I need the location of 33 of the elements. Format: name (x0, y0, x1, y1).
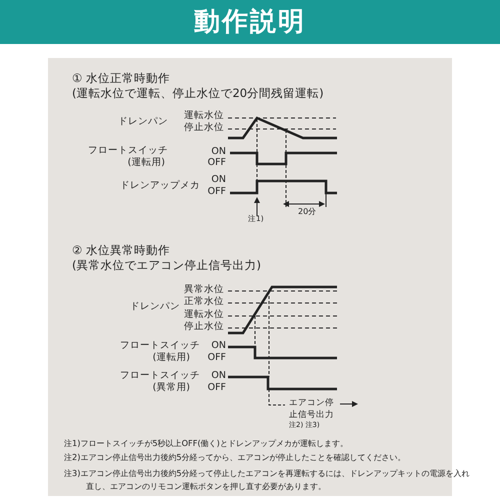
signal-label: ドレンパン (118, 117, 168, 128)
signal-label: フロートスイッチ (88, 146, 168, 157)
level-label: 運転水位 (184, 310, 224, 321)
signal-output-label: エアコン停止信号出力 (289, 397, 335, 421)
level-label: 停止水位 (184, 322, 224, 333)
footnote: 注2)エアコン停止信号出力後約5分経ってから、エアコンが停止したことを確認してください。 (64, 453, 406, 462)
signal-label: (異常用) (152, 383, 190, 394)
section-subheading: (異常水位でエアコン停止信号出力) (72, 259, 261, 272)
section-heading: ① 水位正常時動作 (72, 72, 170, 86)
level-label: 運転水位 (184, 111, 224, 122)
title-banner: 動作説明 (0, 0, 500, 44)
section-heading: ② 水位異常時動作 (72, 244, 170, 258)
state-label: OFF (208, 383, 226, 394)
signal-label: フロートスイッチ (120, 371, 200, 382)
section-subheading: (運転水位で運転、停止水位で20分間残留運転) (72, 87, 324, 100)
signal-label: (運転用) (152, 353, 190, 364)
level-label: 異常水位 (184, 285, 224, 296)
dimension-label: 20分 (298, 207, 316, 216)
state-label: ON (211, 147, 226, 158)
signal-label: ドレンアップメカ (120, 181, 200, 192)
signal-label: フロートスイッチ (120, 341, 200, 352)
state-label: OFF (208, 353, 226, 364)
level-label: 停止水位 (184, 123, 224, 134)
state-label: OFF (208, 158, 226, 169)
signal-label: ドレンパン (130, 302, 180, 313)
state-label: OFF (208, 187, 226, 198)
level-label: 正常水位 (184, 297, 224, 308)
state-label: ON (211, 341, 226, 352)
signal-label: (運転用) (128, 158, 165, 169)
footnote: 注1)フロートスイッチが5秒以上OFF(働く)とドレンアップメカが運転します。 (64, 439, 348, 448)
state-label: ON (211, 175, 226, 186)
state-label: ON (211, 371, 226, 382)
footnote: 注3)エアコン停止信号出力後約5分経って停止したエアコンを再運転するには、ドレンアップキットの電源を入れ直し、エアコンのリモコン運転ボタンを押し直す必要があります。 (64, 467, 470, 494)
